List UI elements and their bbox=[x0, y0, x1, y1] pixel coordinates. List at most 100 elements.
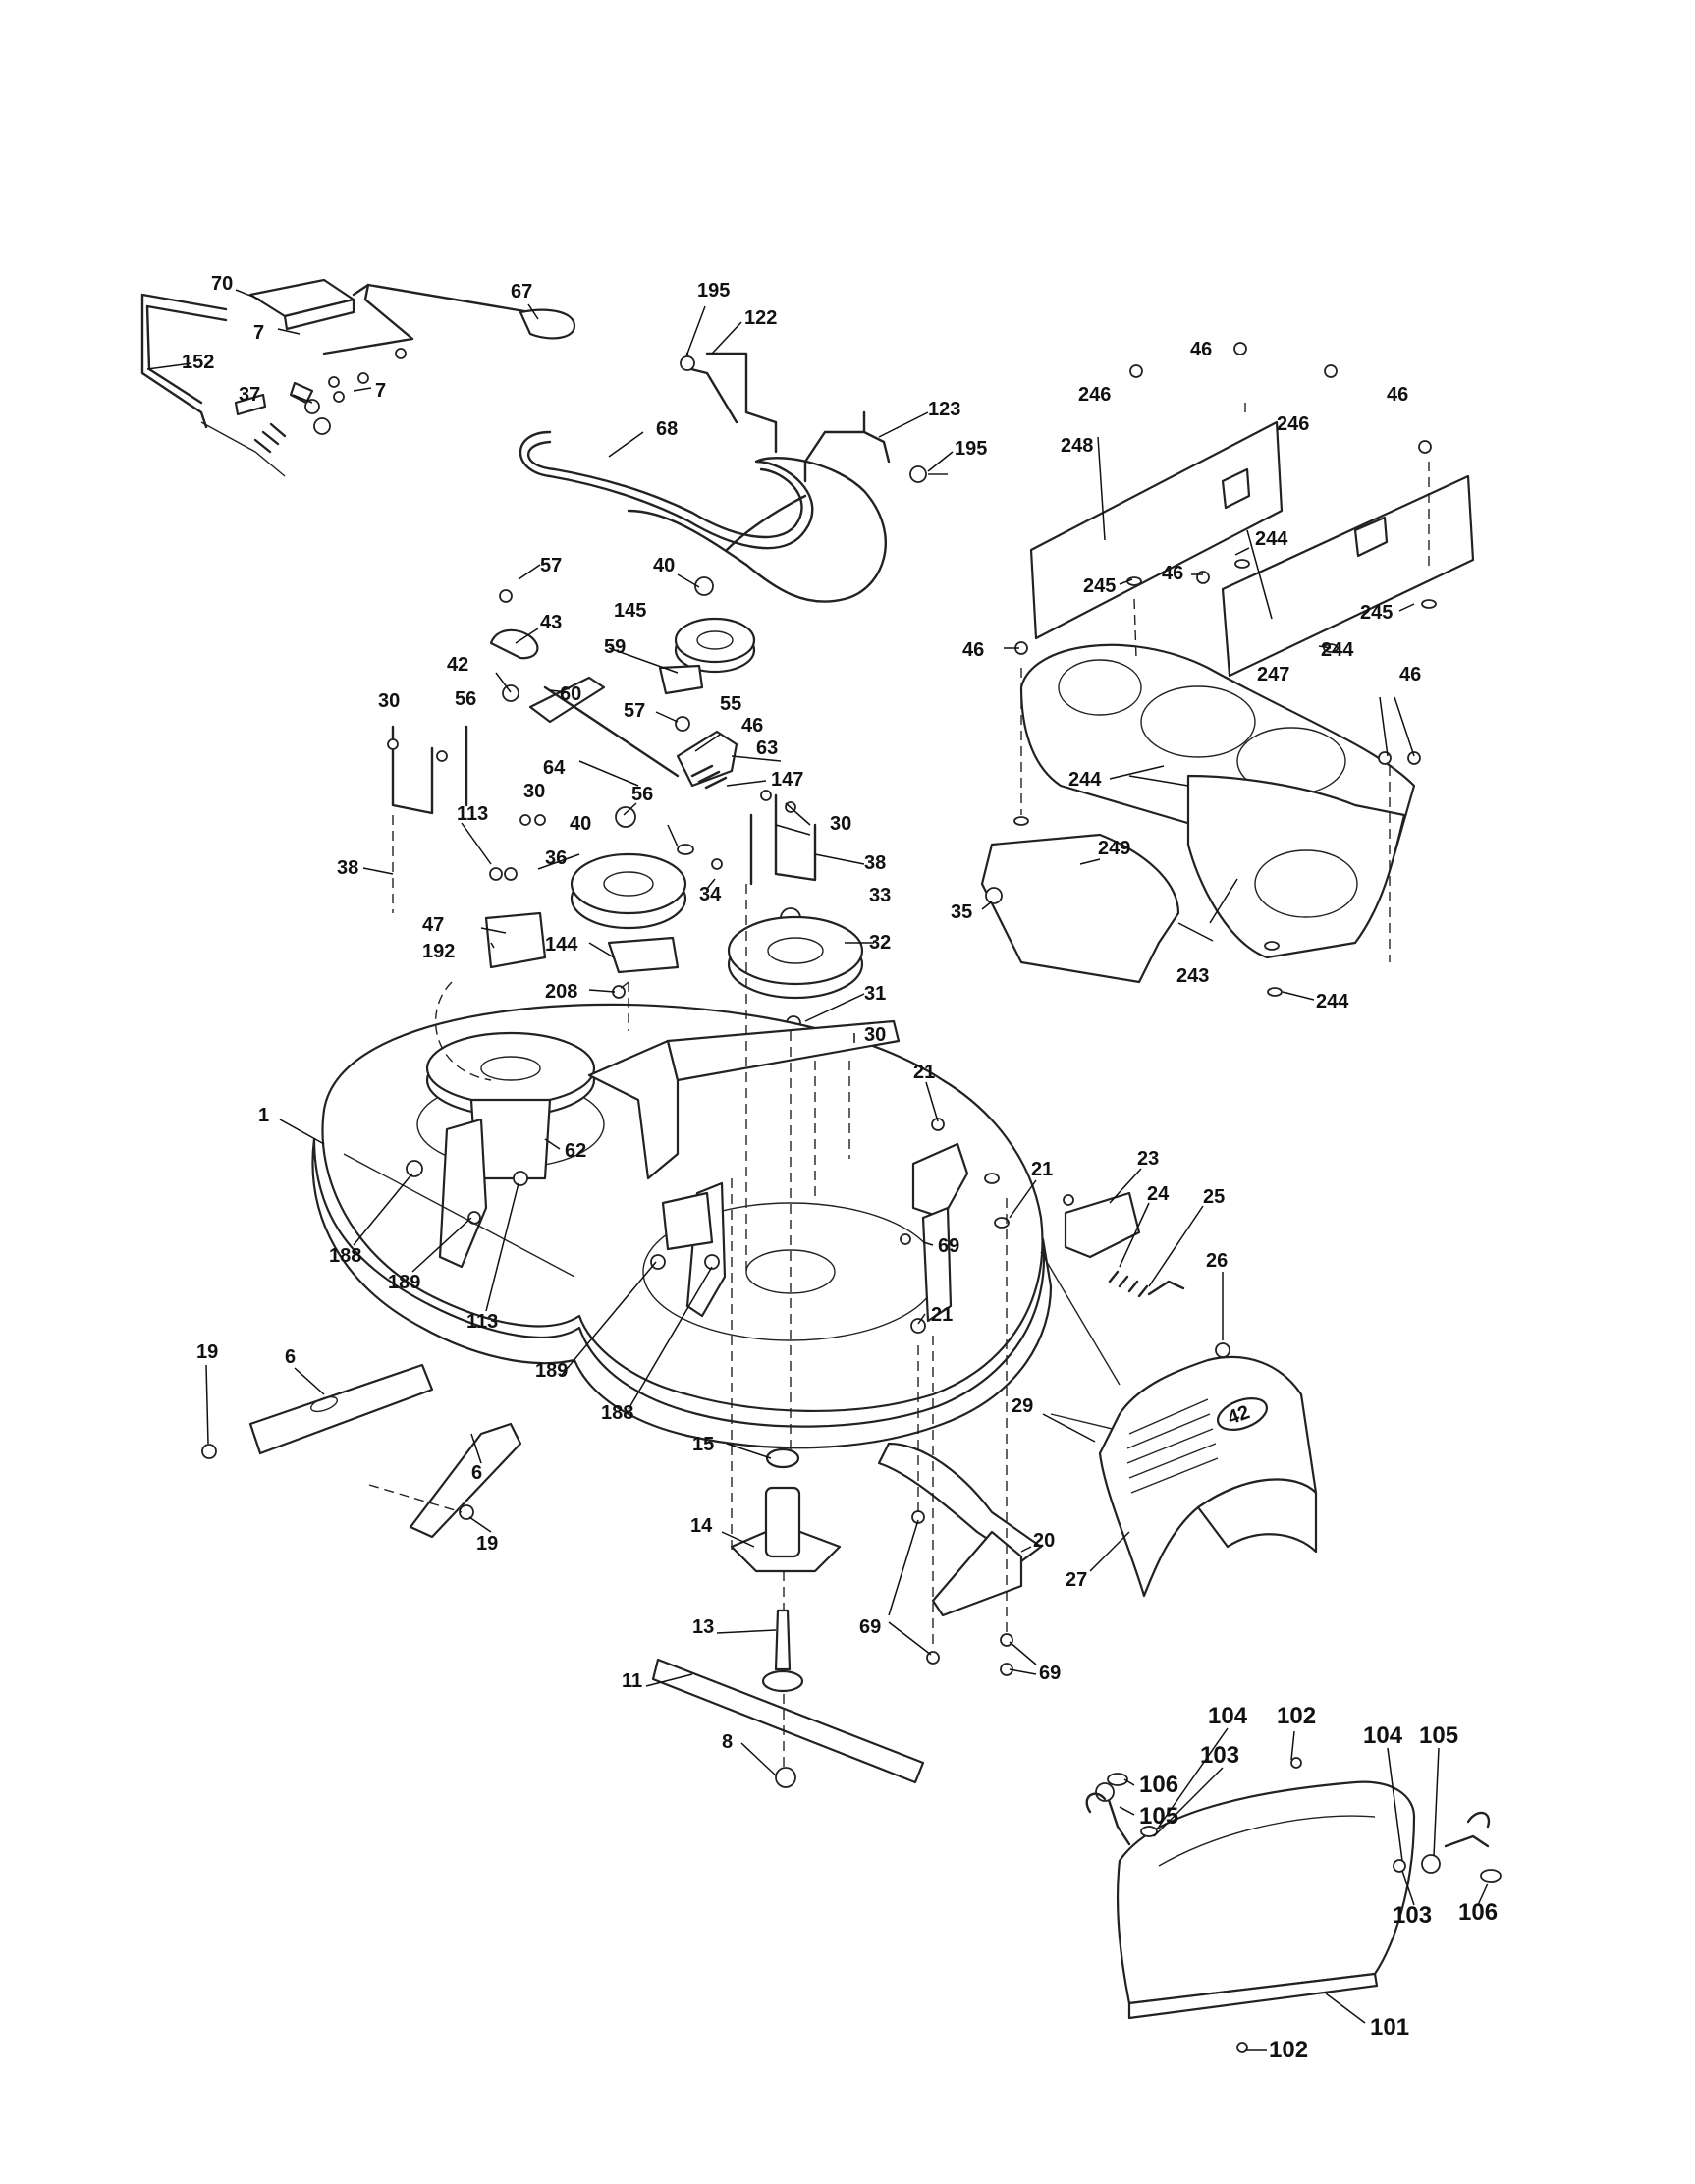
callout-6: 6 bbox=[471, 1462, 482, 1484]
callout-21: 21 bbox=[1031, 1159, 1053, 1180]
callout-7: 7 bbox=[375, 380, 386, 402]
callout-103: 103 bbox=[1200, 1742, 1239, 1769]
callout-57: 57 bbox=[624, 700, 645, 722]
callout-189: 189 bbox=[388, 1272, 420, 1293]
callout-56: 56 bbox=[455, 688, 476, 710]
belt-cover-assembly bbox=[980, 342, 1475, 997]
callout-21: 21 bbox=[931, 1304, 953, 1326]
front-hanger-arm bbox=[877, 1442, 1043, 1676]
callout-7: 7 bbox=[253, 322, 264, 344]
callout-1: 1 bbox=[258, 1105, 269, 1126]
belt-guide-rods bbox=[680, 352, 948, 483]
callout-19: 19 bbox=[196, 1341, 218, 1363]
callout-123: 123 bbox=[928, 399, 960, 420]
callout-69: 69 bbox=[859, 1616, 881, 1638]
callout-32: 32 bbox=[869, 932, 891, 954]
callout-27: 27 bbox=[1066, 1569, 1087, 1591]
deflector-mount bbox=[1040, 1191, 1230, 1445]
callout-113: 113 bbox=[466, 1311, 498, 1333]
callout-40: 40 bbox=[570, 813, 591, 835]
callout-63: 63 bbox=[756, 737, 778, 759]
callout-70: 70 bbox=[211, 273, 233, 295]
callout-106: 106 bbox=[1139, 1772, 1178, 1798]
callout-29: 29 bbox=[1012, 1395, 1033, 1417]
callout-105: 105 bbox=[1139, 1803, 1178, 1829]
callout-147: 147 bbox=[771, 769, 803, 791]
callout-152: 152 bbox=[182, 352, 214, 373]
callout-189: 189 bbox=[535, 1360, 568, 1382]
callout-46: 46 bbox=[741, 715, 763, 737]
idler-pulley-assembly bbox=[387, 576, 864, 1057]
callout-46: 46 bbox=[1387, 384, 1408, 406]
callout-245: 245 bbox=[1083, 575, 1116, 597]
callout-192: 192 bbox=[422, 941, 455, 962]
callout-26: 26 bbox=[1206, 1250, 1228, 1272]
mulch-cover-kit bbox=[1085, 1757, 1502, 2053]
callout-243: 243 bbox=[1176, 965, 1209, 987]
callout-104: 104 bbox=[1363, 1722, 1403, 1749]
callout-122: 122 bbox=[744, 307, 777, 329]
callout-57: 57 bbox=[540, 555, 562, 576]
callout-43: 43 bbox=[540, 612, 562, 633]
callout-8: 8 bbox=[722, 1731, 733, 1753]
callout-68: 68 bbox=[656, 418, 678, 440]
callout-60: 60 bbox=[560, 683, 581, 705]
callout-67: 67 bbox=[511, 281, 532, 302]
callout-labels: 70 67 7 7 152 37 195 122 68 123 195 246 … bbox=[182, 273, 1498, 2063]
callout-38: 38 bbox=[864, 852, 886, 874]
callout-69: 69 bbox=[938, 1235, 959, 1257]
callout-55: 55 bbox=[720, 693, 741, 715]
callout-101: 101 bbox=[1370, 2014, 1409, 2041]
callout-104: 104 bbox=[1208, 1703, 1248, 1729]
callout-188: 188 bbox=[329, 1245, 361, 1267]
callout-103: 103 bbox=[1393, 1902, 1432, 1929]
callout-248: 248 bbox=[1061, 435, 1093, 457]
discharge-chute: 42 bbox=[1098, 1355, 1318, 1598]
callout-69: 69 bbox=[1039, 1663, 1061, 1684]
callout-245: 245 bbox=[1360, 602, 1393, 624]
callout-30: 30 bbox=[523, 781, 545, 802]
callout-21: 21 bbox=[913, 1062, 935, 1083]
callout-19: 19 bbox=[476, 1533, 498, 1555]
callout-246: 246 bbox=[1078, 384, 1111, 406]
callout-144: 144 bbox=[545, 934, 578, 956]
callout-56: 56 bbox=[631, 784, 653, 805]
callout-30: 30 bbox=[864, 1024, 886, 1046]
callout-64: 64 bbox=[543, 757, 566, 779]
callout-37: 37 bbox=[239, 384, 260, 406]
callout-36: 36 bbox=[545, 847, 567, 869]
callout-leaders bbox=[146, 289, 1489, 2051]
callout-46: 46 bbox=[1190, 339, 1212, 360]
lift-linkage-assembly bbox=[140, 278, 576, 477]
callout-14: 14 bbox=[690, 1515, 713, 1537]
alignment-lines bbox=[368, 815, 1008, 1768]
callout-247: 247 bbox=[1257, 664, 1289, 685]
callout-195: 195 bbox=[955, 438, 987, 460]
callout-249: 249 bbox=[1098, 838, 1130, 859]
callout-244: 244 bbox=[1316, 991, 1349, 1012]
callout-35: 35 bbox=[951, 901, 972, 923]
callout-113: 113 bbox=[457, 803, 488, 825]
callout-195: 195 bbox=[697, 280, 730, 301]
callout-20: 20 bbox=[1033, 1530, 1055, 1552]
callout-33: 33 bbox=[869, 885, 891, 906]
callout-208: 208 bbox=[545, 981, 577, 1003]
callout-106: 106 bbox=[1458, 1899, 1498, 1926]
callout-15: 15 bbox=[692, 1434, 714, 1455]
callout-62: 62 bbox=[565, 1140, 586, 1162]
callout-11: 11 bbox=[622, 1670, 642, 1692]
callout-244: 244 bbox=[1321, 639, 1354, 661]
callout-46: 46 bbox=[1399, 664, 1421, 685]
callout-102: 102 bbox=[1269, 2037, 1308, 2063]
callout-23: 23 bbox=[1137, 1148, 1159, 1170]
callout-47: 47 bbox=[422, 914, 444, 936]
callout-24: 24 bbox=[1147, 1183, 1170, 1205]
callout-244: 244 bbox=[1068, 769, 1102, 791]
stabilizer-brackets bbox=[201, 1363, 522, 1539]
callout-13: 13 bbox=[692, 1616, 714, 1638]
callout-34: 34 bbox=[699, 884, 722, 905]
callout-105: 105 bbox=[1419, 1722, 1458, 1749]
mower-deck-housing bbox=[311, 981, 1053, 1449]
callout-246: 246 bbox=[1277, 413, 1309, 435]
